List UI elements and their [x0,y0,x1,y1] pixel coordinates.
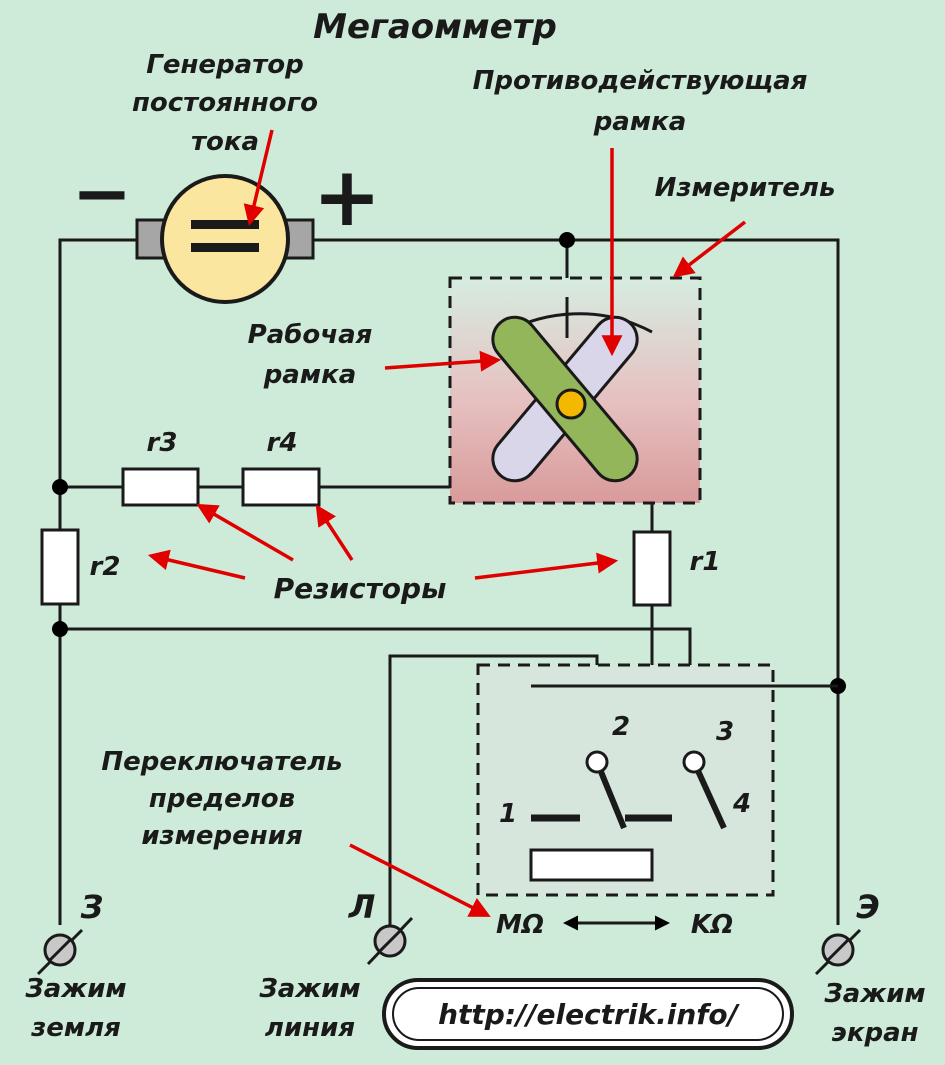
resistor-r2 [40,528,80,606]
meter-pivot [555,388,587,420]
switch-label-1: Переключатель [101,747,342,777]
contact-1-label: 1 [499,799,517,829]
line-terminal [366,916,414,966]
contact-3-label: 3 [716,717,734,747]
counter-frame-label-1: Противодействующая [473,66,808,96]
resistor-r4-label: r4 [267,428,298,458]
ground-label-1: Зажим [24,974,126,1004]
url-text[interactable]: http://electrik.info/ [438,998,741,1031]
pointer-arrows [147,129,747,917]
switch-label-3: измерения [141,821,302,851]
minus-sign: − [72,151,132,235]
line-label-1: Зажим [258,974,360,1004]
resistor-r4 [241,467,321,507]
range-kilo-label: KΩ [691,910,733,940]
dc-generator [135,174,315,304]
range-mega-label: MΩ [496,910,544,940]
screen-label-2: экран [831,1018,918,1048]
resistor-r3-label: r3 [147,428,178,458]
resistor-r1-label: r1 [690,547,721,577]
range-switch [476,663,838,897]
line-label-2: линия [265,1013,355,1043]
meter-box [448,276,702,505]
meter-label: Измеритель [655,173,836,203]
generator-label-2: постоянного [132,88,318,118]
generator-label-1: Генератор [146,50,304,80]
plus-sign: + [313,150,382,245]
counter-frame-label-2: рамка [593,107,687,137]
screen-label-1: Зажим [823,979,925,1009]
resistor-r1 [632,530,672,607]
resistor-r3 [121,467,200,507]
working-frame-label-2: рамка [263,360,357,390]
screen-terminal [814,928,862,976]
resistors-label: Резисторы [274,572,447,605]
line-letter: Л [348,888,376,926]
contact-2-label: 2 [612,712,630,742]
diagram-title: Мегаомметр [313,7,557,47]
ground-label-2: земля [30,1013,121,1043]
screen-letter: Э [856,888,879,926]
contact-4-label: 4 [732,789,751,819]
resistor-r2-label: r2 [90,552,121,582]
url-badge [382,978,794,1050]
generator-label-3: тока [191,127,259,157]
switch-label-2: пределов [149,784,295,814]
ground-terminal [36,928,84,976]
ground-letter: З [80,888,104,926]
working-frame-label-1: Рабочая [248,320,373,350]
